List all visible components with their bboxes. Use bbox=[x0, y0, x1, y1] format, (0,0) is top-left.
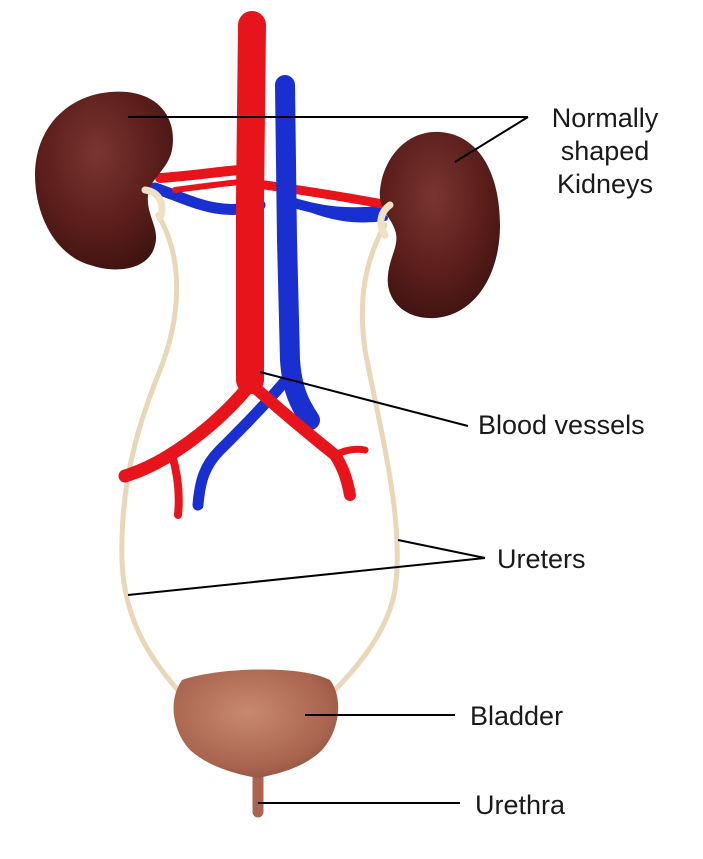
renal-veins bbox=[149, 182, 390, 223]
left-ureter bbox=[119, 212, 188, 701]
vena-cava bbox=[192, 75, 320, 511]
aorta bbox=[118, 11, 369, 519]
left-kidney bbox=[35, 91, 173, 270]
bladder-label: Bladder bbox=[470, 701, 564, 731]
urethra-label: Urethra bbox=[475, 790, 566, 820]
leader-lines bbox=[127, 116, 529, 804]
kidneys-label-line-3: Kidneys bbox=[556, 169, 654, 199]
right-kidney bbox=[377, 131, 500, 319]
leader-kidney-right bbox=[454, 116, 529, 163]
leader-blood-vessels bbox=[259, 371, 469, 427]
blood-vessels-label: Blood vessels bbox=[478, 410, 645, 440]
kidneys-label-line-1: Normally bbox=[551, 103, 659, 133]
right-ureter bbox=[327, 222, 400, 698]
leader-ureter-right bbox=[397, 539, 486, 559]
leader-ureter-left bbox=[127, 557, 486, 596]
kidneys-label: Normally shaped Kidneys bbox=[530, 102, 680, 201]
bladder bbox=[173, 669, 339, 818]
kidneys-label-line-2: shaped bbox=[560, 136, 650, 166]
ureters bbox=[119, 212, 400, 701]
ureters-label: Ureters bbox=[497, 544, 586, 574]
